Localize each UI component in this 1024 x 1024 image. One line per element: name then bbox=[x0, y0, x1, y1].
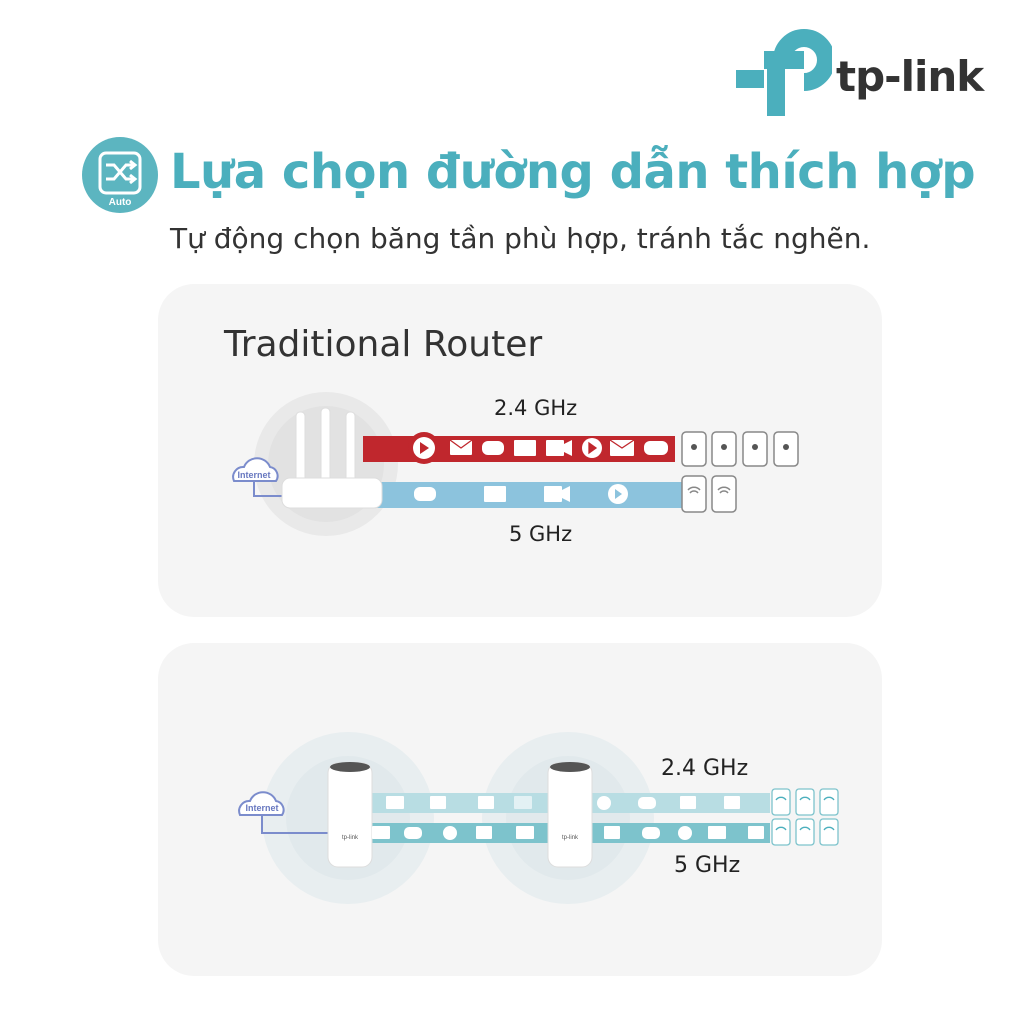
mesh-panel: Internet tp-link tp-link bbox=[158, 643, 882, 976]
tp-link-logo-mark bbox=[736, 29, 832, 116]
auto-path-icon: Auto bbox=[82, 137, 158, 213]
page-title: Lựa chọn đường dẫn thích hợp bbox=[170, 144, 976, 200]
router-icon bbox=[281, 407, 383, 509]
internet-cloud-icon bbox=[238, 791, 328, 834]
traditional-router-title: Traditional Router bbox=[224, 324, 543, 365]
auto-icon-label: Auto bbox=[109, 197, 132, 208]
internet-label: Internet bbox=[237, 470, 270, 480]
internet-label: Internet bbox=[245, 803, 278, 813]
band-5-label: 5 GHz bbox=[509, 522, 573, 546]
deco-unit-1-icon: tp-link bbox=[327, 762, 373, 868]
traditional-router-panel: Traditional Router Internet bbox=[158, 284, 882, 617]
page-subtitle: Tự động chọn băng tần phù hợp, tránh tắc… bbox=[170, 222, 871, 255]
tp-link-logo: tp-link bbox=[736, 20, 986, 116]
deco-badge: tp-link bbox=[562, 835, 579, 841]
mesh-band-5-label: 5 GHz bbox=[674, 853, 741, 878]
band-5-bar bbox=[363, 482, 683, 508]
mesh-diagram: Internet tp-link tp-link bbox=[238, 732, 839, 904]
band-24-label: 2.4 GHz bbox=[494, 396, 578, 420]
deco-badge: tp-link bbox=[342, 835, 359, 841]
deco-unit-2-icon: tp-link bbox=[547, 762, 593, 868]
brand-name: tp-link bbox=[836, 52, 984, 101]
internet-cloud-icon bbox=[232, 457, 284, 497]
traditional-router-diagram: Internet bbox=[232, 392, 799, 536]
mesh-band-24-label: 2.4 GHz bbox=[661, 756, 749, 781]
